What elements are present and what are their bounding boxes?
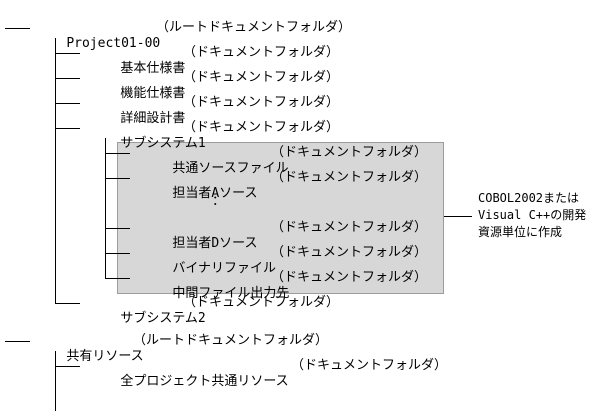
node-name: 担当者Aソース	[172, 186, 258, 201]
node-project-root: Project01-00（ルートドキュメントフォルダ）	[35, 20, 351, 51]
node-kind: （ドキュメントフォルダ）	[183, 45, 340, 60]
node-name: 共有リソース	[66, 349, 144, 364]
node-name: 全プロジェクト共通リソース	[120, 374, 289, 389]
annotation-note: COBOL2002または Visual C++の開発 資源単位に作成	[478, 190, 604, 241]
node-kind: （ルートドキュメントフォルダ）	[156, 20, 352, 35]
node-kind: （ドキュメントフォルダ）	[271, 170, 428, 185]
node-kind: （ドキュメントフォルダ）	[183, 120, 340, 135]
node-name: 担当者Dソース	[172, 236, 258, 251]
node-kind: （ドキュメントフォルダ）	[183, 295, 340, 310]
node-name: 機能仕様書	[120, 86, 186, 101]
node-source-d: 担当者Dソース （ドキュメントフォルダ）	[141, 220, 427, 251]
node-kind: （ドキュメントフォルダ）	[291, 358, 448, 373]
ellipsis-mark: ：	[212, 194, 226, 209]
node-name: 共通ソースファイル	[172, 161, 289, 176]
node-kind: （ドキュメントフォルダ）	[183, 70, 340, 85]
node-name: サブシステム1	[120, 136, 206, 151]
subsystem-resource-highlight-box	[117, 142, 444, 294]
node-kind: （ドキュメントフォルダ）	[271, 220, 428, 235]
node-name: 中間ファイル出力先	[172, 286, 290, 301]
node-subsystem1: サブシステム1（ドキュメントフォルダ）	[89, 120, 339, 151]
node-intermediate-out: 中間ファイル出力先（ドキュメントフォルダ）	[141, 270, 427, 301]
node-function-spec: 機能仕様書（ドキュメントフォルダ）	[89, 70, 339, 101]
annotation-line: COBOL2002または	[478, 191, 580, 205]
node-kind: （ドキュメントフォルダ）	[271, 270, 428, 285]
node-shared-root: 共有リソース（ルートドキュメントフォルダ）	[35, 333, 328, 364]
node-name: 詳細設計書	[120, 111, 186, 126]
annotation-line: Visual C++の開発	[478, 208, 587, 222]
node-kind: （ドキュメントフォルダ）	[271, 145, 428, 160]
node-kind: （ルートドキュメントフォルダ）	[133, 333, 329, 348]
node-common-source: 共通ソースファイル（ドキュメントフォルダ）	[141, 145, 427, 176]
node-name: Project01-00	[66, 36, 161, 51]
node-kind: （ドキュメントフォルダ）	[271, 245, 428, 260]
node-subsystem2: サブシステム2（ドキュメントフォルダ）	[89, 295, 339, 326]
node-detail-design: 詳細設計書（ドキュメントフォルダ）	[89, 95, 339, 126]
node-source-a: 担当者Aソース （ドキュメントフォルダ）	[141, 170, 427, 201]
node-all-project-common: 全プロジェクト共通リソース（ドキュメントフォルダ）	[89, 358, 447, 389]
node-name: バイナリファイル	[172, 261, 277, 276]
node-name: 基本仕様書	[120, 61, 186, 76]
annotation-line: 資源単位に作成	[478, 225, 563, 239]
node-kind: （ドキュメントフォルダ）	[183, 95, 340, 110]
node-basic-spec: 基本仕様書（ドキュメントフォルダ）	[89, 45, 339, 76]
node-name: サブシステム2	[120, 311, 206, 326]
node-binary: バイナリファイル（ドキュメントフォルダ）	[141, 245, 427, 276]
